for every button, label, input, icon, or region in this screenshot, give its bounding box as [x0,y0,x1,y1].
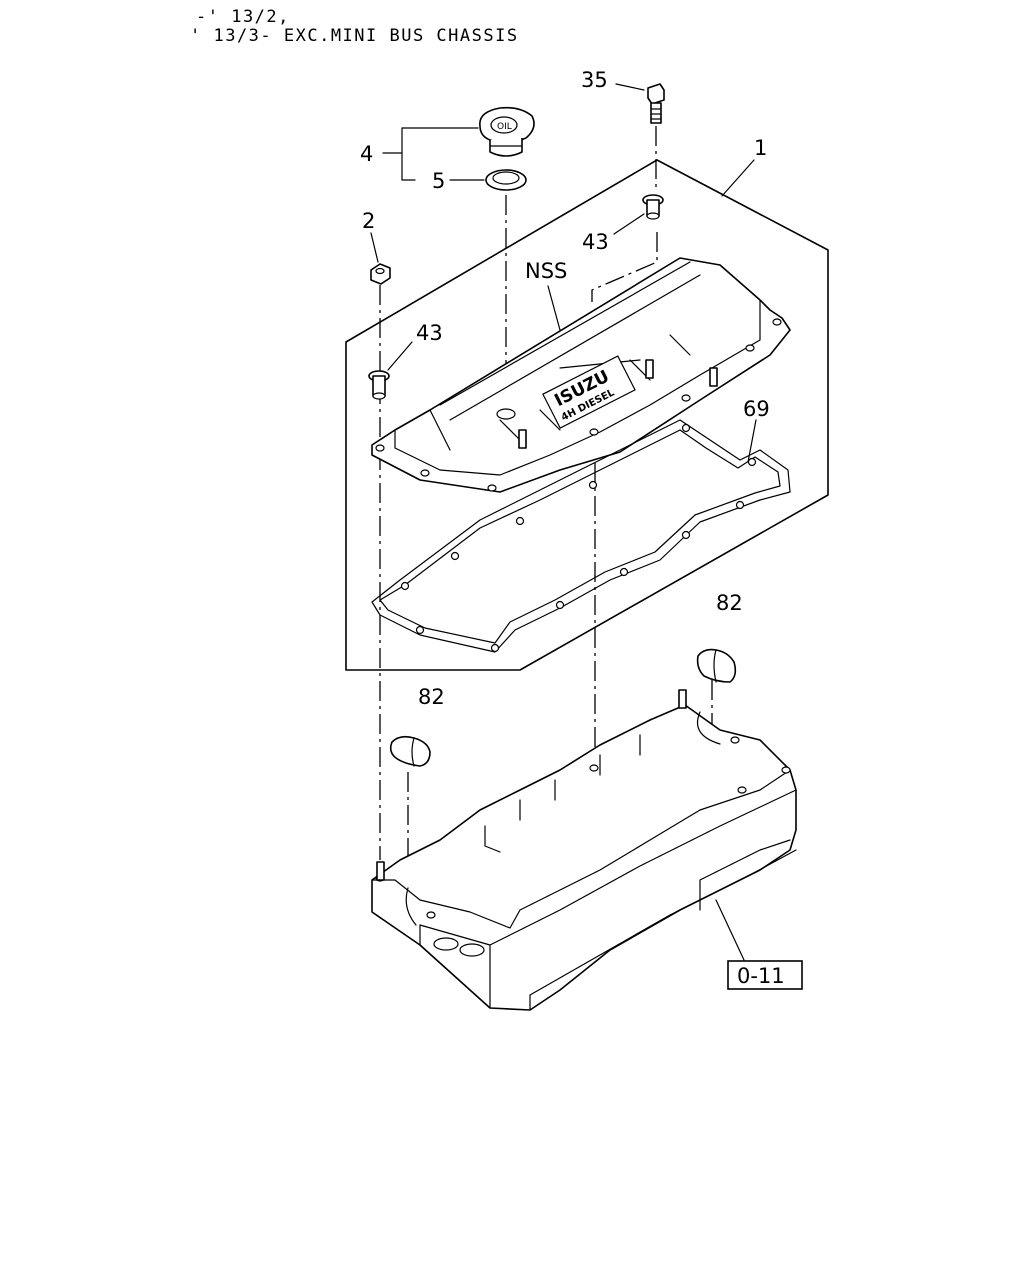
leader-nss [547,285,561,331]
leader-4-bracket [401,127,479,181]
plug-82-right [696,648,737,683]
seal-ring [485,169,527,191]
callout-5: 5 [432,169,445,193]
gasket-69 [371,419,791,653]
oil-cap: OIL [479,106,535,157]
leader-43-right [613,213,645,235]
sleeve-43-left [368,370,390,400]
callout-82-right: 82 [716,591,743,615]
callout-2: 2 [362,209,375,233]
assembly-bracket [345,159,829,671]
leader-35 [615,83,645,91]
center-line-right [591,232,658,302]
plug-82-left [389,735,431,767]
reference-box-label[interactable]: 0-11 [737,964,785,988]
leader-2 [370,232,379,263]
callout-69: 69 [743,397,770,421]
callout-1: 1 [754,136,767,160]
callout-82-left: 82 [418,685,445,709]
leader-43-left [387,341,413,371]
sleeve-43-right [642,194,664,220]
leader-69 [747,419,757,463]
cylinder-head [371,689,797,1011]
callout-4: 4 [360,142,373,166]
callout-43-right: 43 [582,230,609,254]
leader-ref [715,899,745,961]
leader-1 [721,159,755,197]
header-line-2: ' 13/3- EXC.MINI BUS CHASSIS [190,26,519,46]
header-line-1: -' 13/2, [196,7,290,27]
bolt-35 [647,83,665,124]
reference-box[interactable]: 0-11 [727,960,803,990]
callout-35: 35 [581,68,608,92]
nut-2 [370,263,391,285]
oil-cap-marking: OIL [497,122,512,132]
callout-nss: NSS [525,259,567,283]
callout-43-left: 43 [416,321,443,345]
